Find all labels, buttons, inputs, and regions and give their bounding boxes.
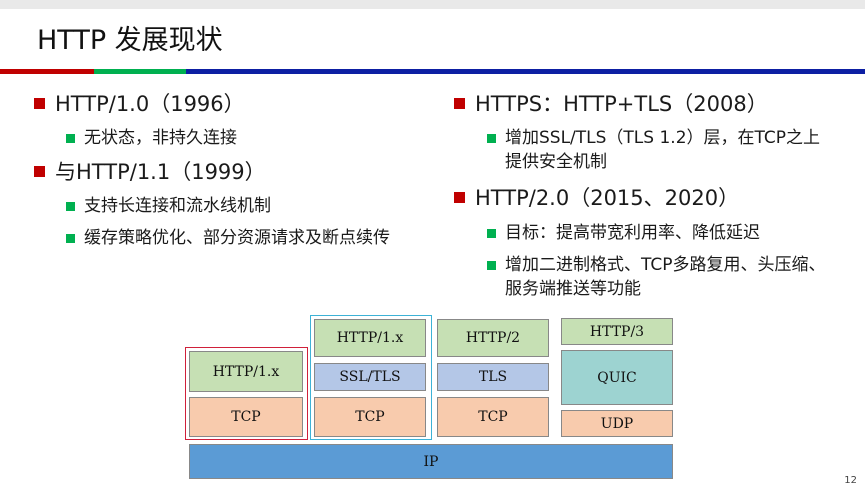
green-square-bullet-icon bbox=[487, 134, 496, 143]
sub-bullet-ssl: 增加SSL/TLS（TLS 1.2）层，在TCP之上提供安全机制 bbox=[487, 126, 827, 174]
box-http1x-secure: HTTP/1.x bbox=[314, 319, 426, 357]
box-http2: HTTP/2 bbox=[437, 319, 549, 357]
bullet-https: HTTPS：HTTP+TLS（2008） bbox=[454, 91, 768, 117]
sub-bullet-text: 目标：提高带宽利用率、降低延迟 bbox=[505, 223, 760, 243]
red-square-bullet-icon bbox=[34, 97, 45, 109]
bullet-label: HTTP/2.0（2015、2020） bbox=[475, 186, 740, 210]
box-http3: HTTP/3 bbox=[561, 318, 673, 345]
title-underline-blue bbox=[186, 69, 865, 74]
sub-bullet-text: 增加二进制格式、TCP多路复用、头压缩、服务端推送等功能 bbox=[505, 255, 826, 299]
box-tcp-1: TCP bbox=[189, 397, 303, 437]
box-tcp-2: TCP bbox=[314, 397, 426, 437]
box-http1x: HTTP/1.x bbox=[189, 351, 303, 392]
sub-bullet-text: 支持长连接和流水线机制 bbox=[84, 196, 271, 216]
http1x-stack-frame bbox=[185, 347, 308, 440]
sub-bullet-keepalive: 支持长连接和流水线机制 bbox=[66, 194, 406, 218]
green-square-bullet-icon bbox=[66, 202, 75, 211]
box-tcp-3: TCP bbox=[437, 397, 549, 437]
https-stack-frame bbox=[310, 315, 432, 440]
title-underline-red bbox=[0, 69, 94, 74]
sub-bullet-stateless: 无状态，非持久连接 bbox=[66, 126, 406, 150]
green-square-bullet-icon bbox=[66, 234, 75, 243]
sub-bullet-text: 增加SSL/TLS（TLS 1.2）层，在TCP之上提供安全机制 bbox=[505, 128, 821, 172]
bullet-http11: 与HTTP/1.1（1999） bbox=[34, 159, 266, 185]
sub-bullet-features: 增加二进制格式、TCP多路复用、头压缩、服务端推送等功能 bbox=[487, 253, 827, 301]
sub-bullet-cache: 缓存策略优化、部分资源请求及断点续传 bbox=[66, 226, 416, 250]
red-square-bullet-icon bbox=[34, 165, 45, 177]
box-tls: TLS bbox=[437, 363, 549, 391]
green-square-bullet-icon bbox=[66, 134, 75, 143]
sub-bullet-goal: 目标：提高带宽利用率、降低延迟 bbox=[487, 221, 847, 245]
bullet-http10: HTTP/1.0（1996） bbox=[34, 91, 245, 117]
sub-bullet-text: 缓存策略优化、部分资源请求及断点续传 bbox=[84, 228, 390, 248]
top-strip bbox=[0, 0, 865, 9]
title-underline-green bbox=[94, 69, 186, 74]
sub-bullet-text: 无状态，非持久连接 bbox=[84, 128, 237, 148]
box-ip: IP bbox=[189, 444, 673, 479]
page-number: 12 bbox=[844, 475, 857, 486]
bullet-label: 与HTTP/1.1（1999） bbox=[55, 160, 266, 184]
green-square-bullet-icon bbox=[487, 261, 496, 270]
bullet-label: HTTPS：HTTP+TLS（2008） bbox=[475, 92, 768, 116]
bullet-http2: HTTP/2.0（2015、2020） bbox=[454, 185, 739, 211]
box-udp: UDP bbox=[561, 410, 673, 437]
slide-title: HTTP 发展现状 bbox=[37, 25, 223, 56]
bullet-label: HTTP/1.0（1996） bbox=[55, 92, 245, 116]
green-square-bullet-icon bbox=[487, 229, 496, 238]
box-quic: QUIC bbox=[561, 350, 673, 405]
red-square-bullet-icon bbox=[454, 191, 465, 203]
box-ssl-tls: SSL/TLS bbox=[314, 363, 426, 391]
red-square-bullet-icon bbox=[454, 97, 465, 109]
